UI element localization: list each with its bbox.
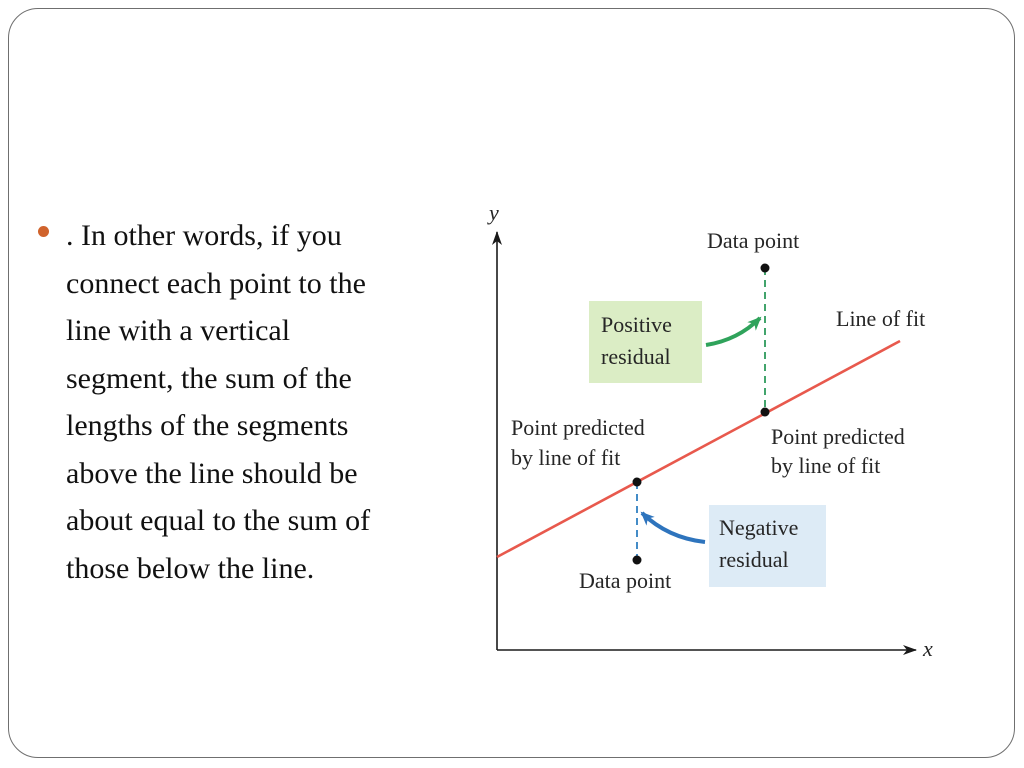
line-of-fit-label: Line of fit xyxy=(836,306,925,331)
negative-residual-label-line2: residual xyxy=(719,547,789,572)
predicted-point-right xyxy=(760,407,770,417)
predicted-left-label-line2: by line of fit xyxy=(511,445,620,470)
predicted-point-left xyxy=(632,477,642,487)
data-point-top xyxy=(760,263,770,273)
negative-residual-box xyxy=(709,505,826,587)
positive-residual-label-line1: Positive xyxy=(601,312,672,337)
line-of-fit xyxy=(496,339,901,559)
negative-residual-arrow xyxy=(640,511,706,544)
data-point-bottom xyxy=(632,555,642,565)
predicted-left-label-line1: Point predicted xyxy=(511,415,645,440)
bullet-text: . In other words, if you connect each po… xyxy=(66,219,371,585)
negative-residual-label-line1: Negative xyxy=(719,515,798,540)
bullet-icon xyxy=(38,226,49,237)
data-point-top-label: Data point xyxy=(707,228,799,253)
predicted-right-label-line2: by line of fit xyxy=(771,453,880,478)
positive-residual-box xyxy=(589,301,702,383)
y-axis-label: y xyxy=(487,200,499,225)
data-point-bottom-label: Data point xyxy=(579,568,671,593)
positive-residual-arrow xyxy=(705,316,762,347)
positive-residual-label-line2: residual xyxy=(601,344,671,369)
x-axis-label: x xyxy=(922,636,933,661)
slide-frame xyxy=(8,8,1015,758)
predicted-right-label-line1: Point predicted xyxy=(771,424,905,449)
